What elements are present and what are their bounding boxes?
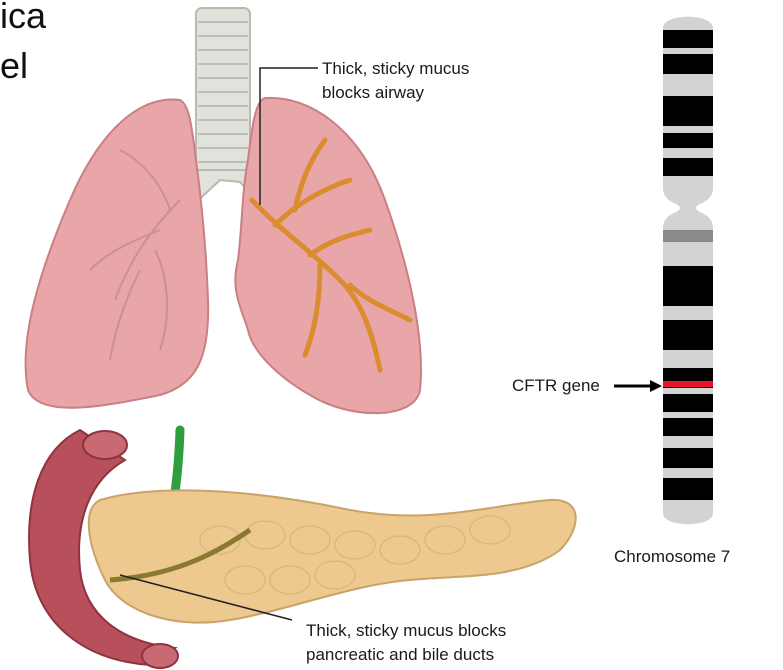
pancreas	[89, 490, 576, 622]
right-lung	[26, 100, 209, 408]
arrow-right-icon	[614, 378, 664, 394]
pancreas-mucus-label-line1: Thick, sticky mucus blocks	[306, 620, 506, 642]
chromosome-label: Chromosome 7	[614, 546, 730, 568]
airway-mucus-label-line1: Thick, sticky mucus	[322, 58, 469, 80]
airway-mucus-label-line2: blocks airway	[322, 82, 424, 104]
pancreas-mucus-label-line2: pancreatic and bile ducts	[306, 644, 494, 666]
cftr-marker	[658, 381, 718, 387]
cftr-gene-label: CFTR gene	[512, 375, 600, 397]
left-lung	[235, 98, 421, 413]
chromosome-illustration	[658, 8, 718, 528]
